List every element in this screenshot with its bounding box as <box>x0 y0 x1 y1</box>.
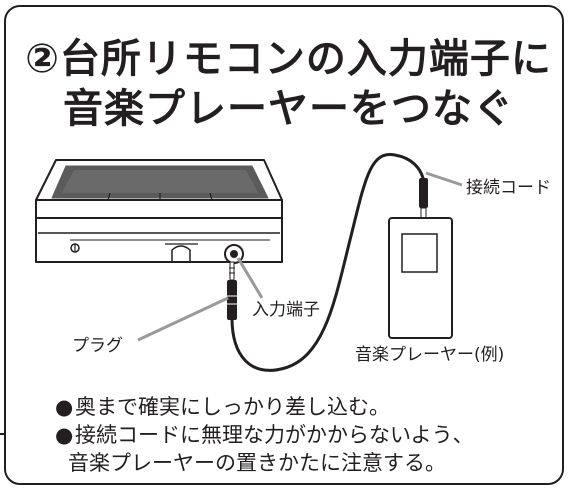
title-line-1: ②台所リモコンの入力端子に <box>25 36 552 82</box>
bullet-icon: ● <box>55 423 74 447</box>
input-terminal-label: 入力端子 <box>252 300 320 320</box>
title-line-2: 音楽プレーヤーをつなぐ <box>63 86 514 132</box>
notes-list: ●奥まで確実にしっかり差し込む。 ●接続コードに無理な力がかからないよう、 音楽… <box>55 393 474 477</box>
kitchen-remote-illustration <box>35 159 283 264</box>
player-connector <box>419 178 428 219</box>
note-text: 奥まで確実にしっかり差し込む。 <box>75 395 390 419</box>
connection-cable <box>230 153 425 372</box>
plug-leader-line <box>137 296 229 342</box>
plug-illustration <box>227 261 237 320</box>
cable-leader-line <box>425 171 463 187</box>
player-label: 音楽プレーヤー(例) <box>355 345 505 365</box>
note-item: ●奥まで確実にしっかり差し込む。 <box>55 393 474 421</box>
note-item: ●接続コードに無理な力がかからないよう、 <box>55 421 474 449</box>
bullet-icon: ● <box>55 395 74 419</box>
note-text: 音楽プレーヤーの置きかたに注意する。 <box>68 451 446 475</box>
plug-label: プラグ <box>72 336 123 356</box>
note-item-continuation: 音楽プレーヤーの置きかたに注意する。 <box>55 449 474 477</box>
note-text: 接続コードに無理な力がかからないよう、 <box>75 423 474 447</box>
margin-tick <box>0 433 6 435</box>
terminal-leader-line <box>236 257 264 299</box>
music-player-illustration <box>388 217 453 339</box>
cable-label: 接続コード <box>466 178 551 198</box>
